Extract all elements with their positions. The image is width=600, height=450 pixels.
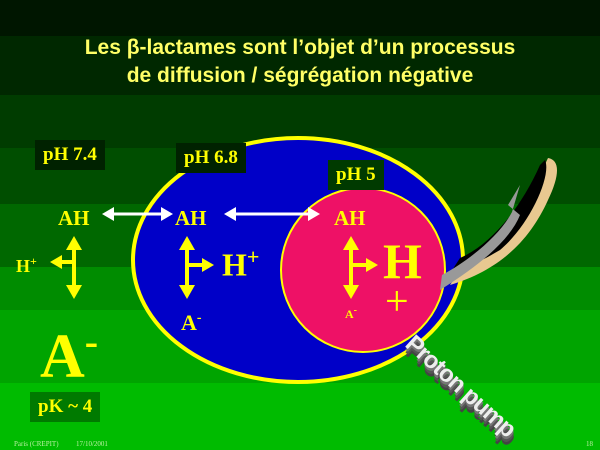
diffusion-arrows bbox=[102, 207, 320, 221]
h-outside: H+ bbox=[16, 254, 37, 276]
background-band bbox=[0, 36, 600, 95]
a-minus-vacuole: A- bbox=[345, 305, 358, 321]
a-minus-outside: A- bbox=[40, 319, 99, 391]
ph-outside-label: pH 7.4 bbox=[35, 140, 105, 170]
ah-cytoplasm: AH bbox=[175, 206, 207, 230]
title-line-1: Les β-lactames sont l’objet d’un process… bbox=[84, 36, 516, 59]
footer-source: Paris (CREPIT) bbox=[14, 440, 59, 448]
ph-vacuole-label: pH 5 bbox=[328, 160, 384, 190]
ph-cytoplasm-label: pH 6.8 bbox=[176, 143, 246, 173]
plus-vacuole: + bbox=[385, 279, 409, 325]
proton-pump-icon bbox=[440, 158, 557, 290]
slide-title: Les β-lactames sont l’objet d’un process… bbox=[0, 34, 600, 90]
ah-outside: AH bbox=[58, 206, 90, 230]
footer-date: 17/10/2001 bbox=[76, 440, 108, 448]
background-band bbox=[0, 0, 600, 36]
ah-vacuole: AH bbox=[334, 206, 366, 230]
a-minus-cytoplasm: A- bbox=[181, 310, 202, 335]
title-line-2: de diffusion / ségrégation négative bbox=[126, 64, 474, 87]
pk-label: pK ~ 4 bbox=[30, 392, 101, 422]
h-cytoplasm: H+ bbox=[222, 244, 260, 283]
h-vacuole: H bbox=[383, 233, 422, 289]
footer-page: 18 bbox=[586, 440, 593, 448]
equilibrium-arrows bbox=[50, 236, 378, 299]
